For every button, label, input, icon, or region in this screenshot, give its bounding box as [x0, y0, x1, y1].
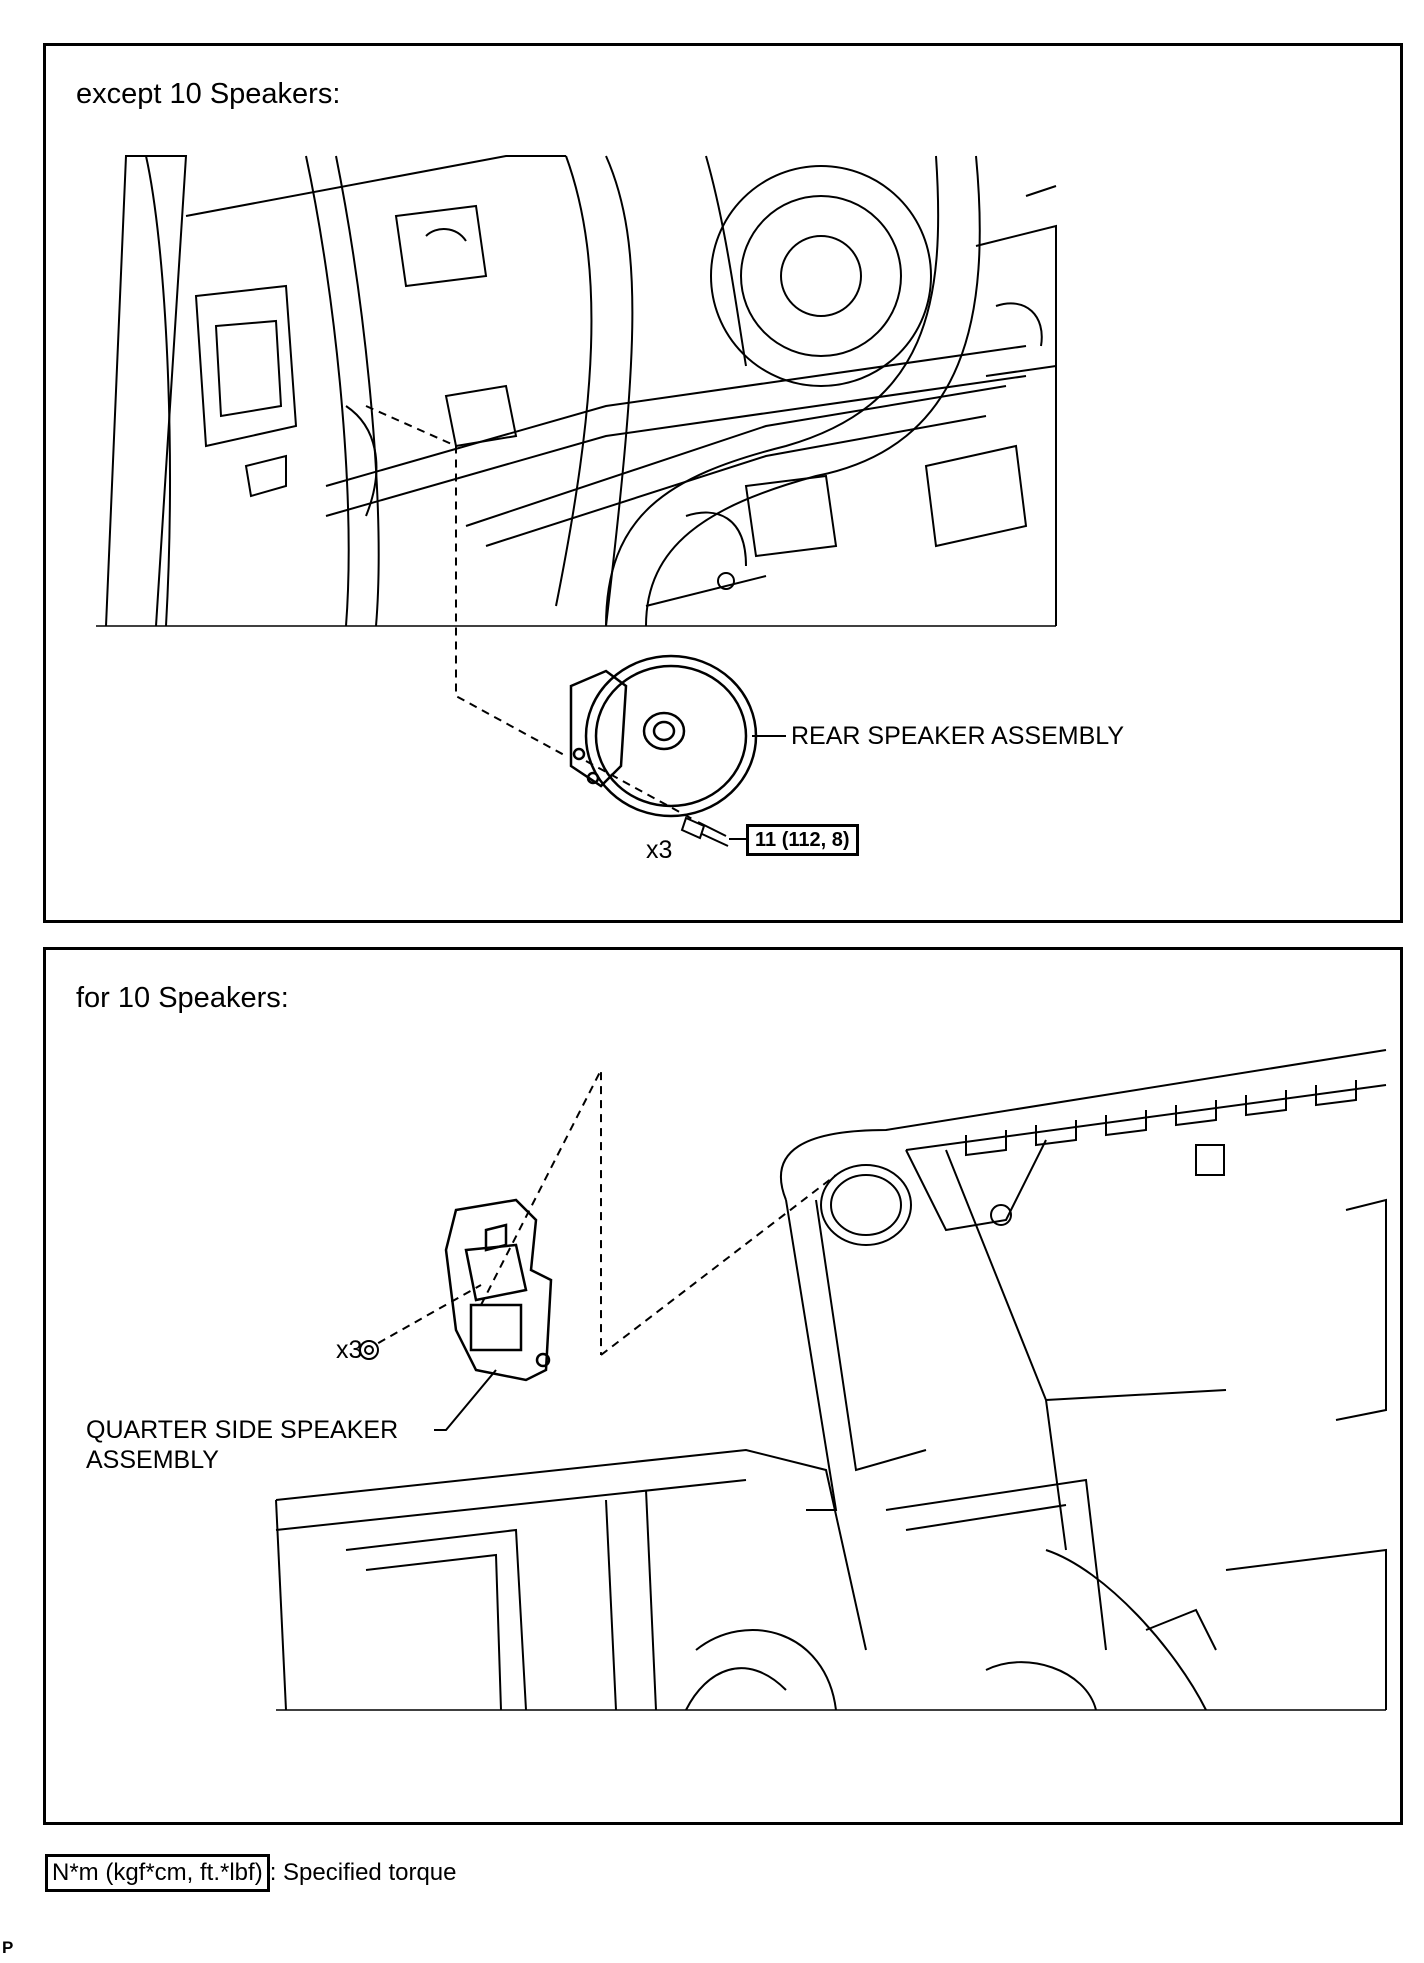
- panel-title: except 10 Speakers:: [76, 78, 341, 110]
- quarter-side-speaker-illustration: [275, 1049, 1387, 1711]
- quantity-label: x3: [646, 836, 673, 864]
- panel-for-10-speakers: for 10 Speakers: x3 QUARTER SIDE SPEAKER…: [43, 947, 1403, 1825]
- legend-unit-box: N*m (kgf*cm, ft.*lbf): [45, 1854, 270, 1892]
- panel-except-10-speakers: except 10 Speakers: REAR SPEAKER ASSEMBL…: [43, 43, 1403, 923]
- torque-legend: N*m (kgf*cm, ft.*lbf): Specified torque: [45, 1854, 457, 1892]
- legend-description: : Specified torque: [269, 1859, 457, 1886]
- component-label-quarter-side-speaker-line2: ASSEMBLY: [86, 1446, 219, 1474]
- component-label-rear-speaker: REAR SPEAKER ASSEMBLY: [791, 722, 1124, 750]
- rear-speaker-illustration: [96, 155, 1057, 847]
- quantity-label: x3: [336, 1336, 363, 1364]
- footer-mark: P: [2, 1938, 14, 1957]
- component-label-quarter-side-speaker-line1: QUARTER SIDE SPEAKER: [86, 1416, 399, 1444]
- panel-title: for 10 Speakers:: [76, 982, 289, 1014]
- torque-spec-box: 11 (112, 8): [746, 824, 859, 856]
